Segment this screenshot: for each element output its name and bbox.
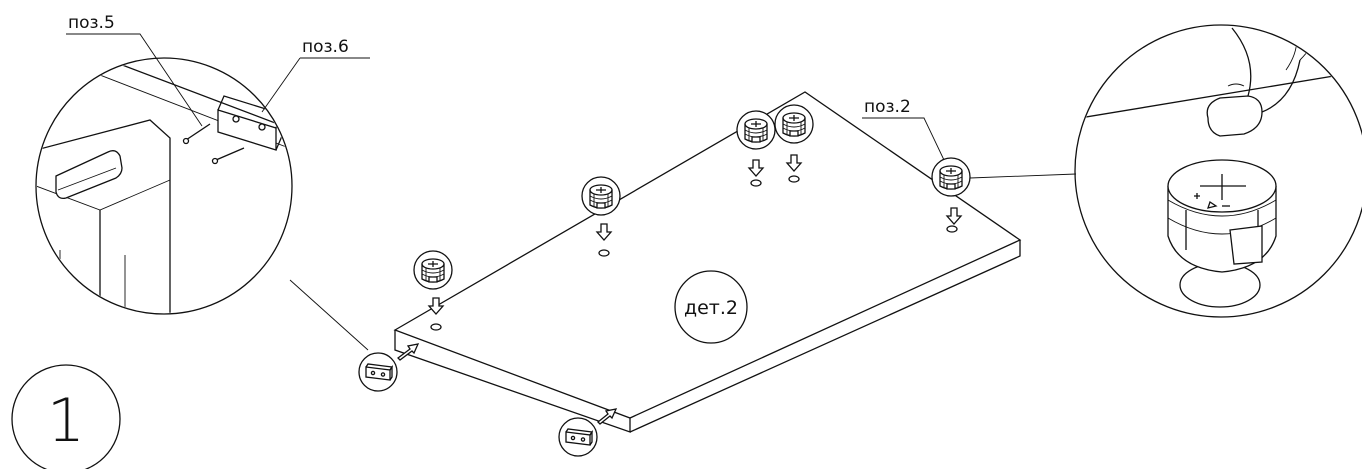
label-poz6: поз.6 <box>302 37 349 57</box>
step-circle <box>11 364 121 469</box>
label-det2: дет.2 <box>684 297 738 319</box>
right-detail-magnifier <box>1074 24 1362 318</box>
bracket-poz6 <box>217 109 277 151</box>
screw-2 <box>215 147 245 161</box>
cam-lock-icon <box>1167 159 1277 308</box>
screw-1 <box>185 123 211 141</box>
bracket-icon <box>558 408 618 457</box>
finger-icon <box>1206 26 1319 137</box>
label-poz2: поз.2 <box>864 97 911 117</box>
label-poz5: поз.5 <box>68 13 115 33</box>
step-number: 1 <box>47 386 85 456</box>
panel-det2 <box>393 91 1022 433</box>
left-detail-magnifier <box>35 33 370 351</box>
bracket-icon <box>358 343 420 392</box>
